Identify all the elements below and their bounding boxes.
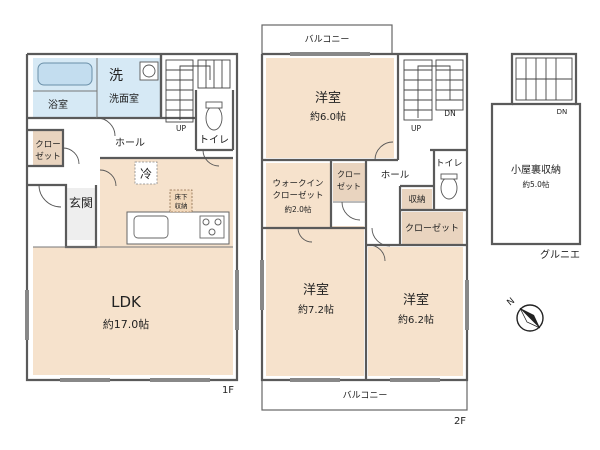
closet-2f-label: クローゼット: [405, 222, 459, 234]
ldk-label: LDK: [111, 293, 142, 311]
dn-loft-label: DN: [557, 108, 568, 116]
floor-2-label: 2F: [454, 416, 466, 427]
western-c-floor: [368, 247, 463, 376]
ldk-size-label: 約17.0帖: [103, 317, 150, 331]
toilet-2f-label: トイレ: [435, 159, 462, 169]
closet-1f-label-1: クロー: [35, 140, 61, 150]
wic-floor: [266, 163, 330, 226]
entrance-floor: [66, 188, 96, 240]
balcony-top: [261, 24, 393, 55]
loft: DN 小屋裏収納 約5.0帖 グルニエ: [490, 52, 582, 261]
western-b-floor: [266, 226, 364, 376]
closet-small-label-1: クロー: [337, 170, 361, 179]
loft-title-label: 小屋裏収納: [511, 163, 561, 176]
toilet-2f-icon: [440, 176, 458, 200]
floor-1: 洗 洗面室 浴室 ホール トイレ クロー ゼット 玄関 冷 床下 収納 LDK …: [25, 52, 239, 396]
balcony-bottom-label: バルコニー: [343, 390, 388, 401]
closet-small-label-2: ゼット: [337, 181, 361, 191]
hall-2f-label: ホール: [381, 170, 410, 181]
western-b-size-label: 約7.2帖: [298, 303, 334, 316]
stove-icon: [199, 215, 225, 239]
ac-label: 冷: [140, 167, 152, 181]
up-2f-label: UP: [411, 124, 421, 133]
hall-1f-label: ホール: [115, 137, 145, 149]
ac-box: [134, 161, 158, 185]
stairs-loft: [515, 57, 573, 101]
wic-size-label: 約2.0帖: [285, 204, 312, 214]
loft-size-label: 約5.0帖: [523, 179, 550, 189]
closet-small-floor: [333, 163, 365, 201]
underfloor-label-1: 床下: [175, 192, 189, 201]
closet-1f-label-2: ゼット: [35, 151, 61, 162]
toilet-1f-label: トイレ: [199, 135, 229, 146]
stairs-1f: [165, 59, 231, 123]
bathtub-icon: [37, 62, 93, 86]
underfloor-storage-box: [169, 189, 193, 213]
storage-2f-label: 収納: [408, 194, 425, 205]
toilet-icon: [205, 105, 223, 131]
north-arrow-icon: N: [506, 296, 544, 332]
storage-2f-floor: [402, 189, 432, 209]
washroom-label: 洗面室: [109, 92, 139, 105]
balcony-bottom: [261, 379, 468, 411]
floor-1-label: 1F: [222, 385, 234, 396]
wash-char-label: 洗: [109, 68, 123, 84]
western-b-label: 洋室: [303, 282, 329, 298]
western-a-floor: [266, 58, 394, 158]
grenier-brand-label: グルニエ: [540, 248, 580, 261]
up-1f-label: UP: [176, 124, 186, 133]
entrance-label: 玄関: [69, 195, 93, 210]
ldk-floor: [33, 247, 233, 375]
closet-1f-floor: [33, 130, 63, 166]
western-c-label: 洋室: [403, 292, 429, 308]
closet-2f-floor: [402, 212, 463, 244]
western-c-size-label: 約6.2帖: [398, 313, 434, 326]
wic-label-2: クローゼット: [272, 190, 323, 201]
dn-2f-label: DN: [444, 109, 455, 118]
floor-2: バルコニー バルコニー 洋室 約6.0帖 ウォークイン クローゼット 約2.0帖…: [260, 24, 469, 427]
wic-label-1: ウォークイン: [272, 179, 323, 189]
underfloor-label-2: 収納: [175, 201, 188, 210]
bath-label: 浴室: [48, 98, 68, 111]
balcony-top-label: バルコニー: [305, 34, 350, 45]
western-a-label: 洋室: [315, 90, 341, 106]
north-label: N: [506, 296, 518, 308]
western-a-size-label: 約6.0帖: [310, 110, 346, 123]
sink-icon: [133, 215, 169, 239]
stairs-2f: [403, 59, 464, 121]
